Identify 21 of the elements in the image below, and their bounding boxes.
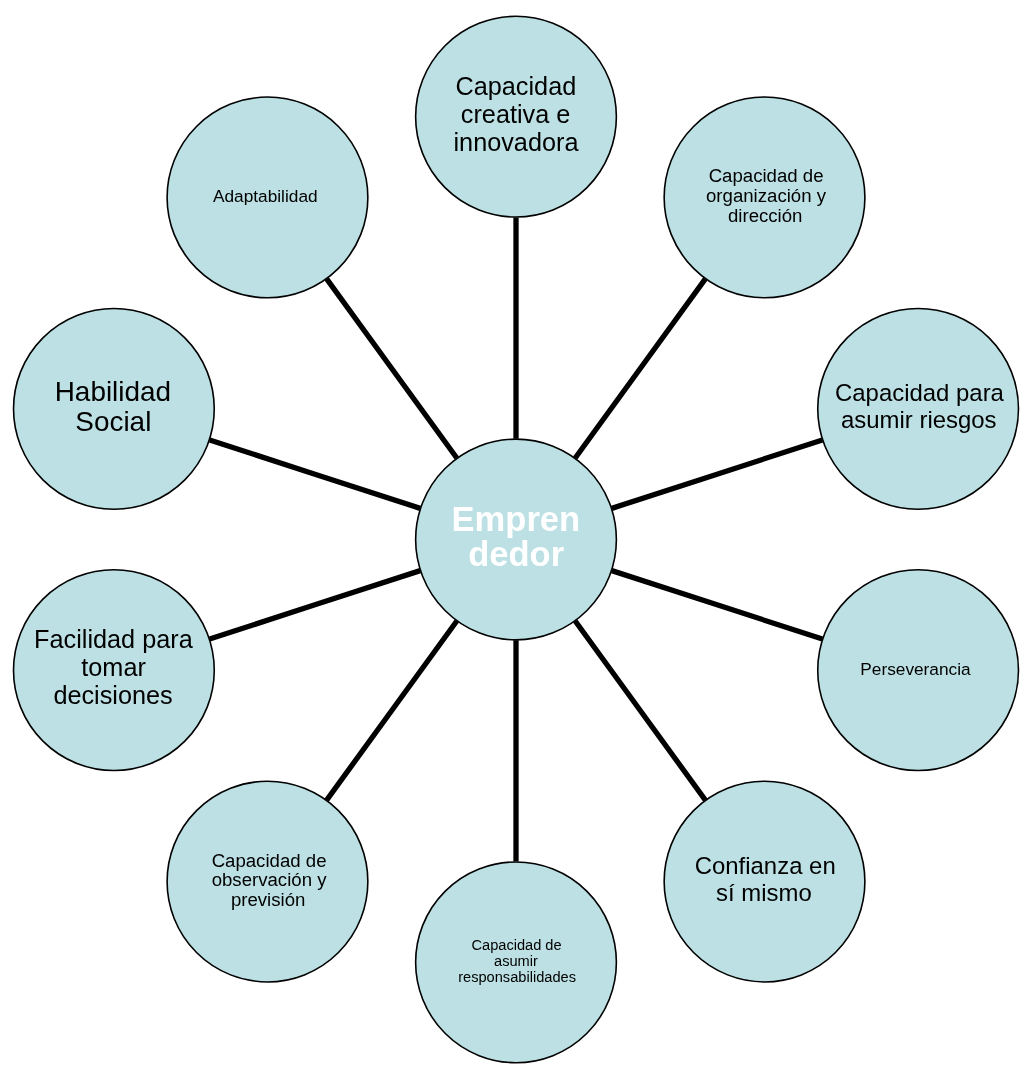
connector bbox=[513, 217, 519, 439]
node-circle: Capacidad de observación y previsión bbox=[166, 780, 369, 983]
node-circle: Capacidad creativa e innovadora bbox=[414, 15, 618, 218]
connector bbox=[208, 568, 421, 642]
node-circle: Facilidad para tomar decisiones bbox=[12, 569, 216, 772]
connector bbox=[324, 277, 459, 460]
connector bbox=[573, 277, 708, 460]
node-circle: Habilidad Social bbox=[12, 307, 216, 510]
connector bbox=[208, 437, 421, 511]
connector bbox=[324, 619, 459, 802]
node-circle: Capacidad de organización y dirección bbox=[663, 96, 866, 299]
connector bbox=[573, 619, 708, 802]
connector bbox=[513, 640, 519, 862]
node-circle: Confianza en sí mismo bbox=[663, 780, 866, 983]
connector bbox=[611, 568, 824, 642]
connector bbox=[611, 437, 824, 511]
node-circle: Capacidad para asumir riesgos bbox=[816, 307, 1020, 510]
node-circle: Perseverancia bbox=[816, 569, 1020, 772]
node-circle: Capacidad de asumir responsabilidades bbox=[414, 861, 618, 1064]
node-circle: Empren dedor bbox=[414, 438, 618, 641]
node-circle: Adaptabilidad bbox=[166, 96, 369, 299]
